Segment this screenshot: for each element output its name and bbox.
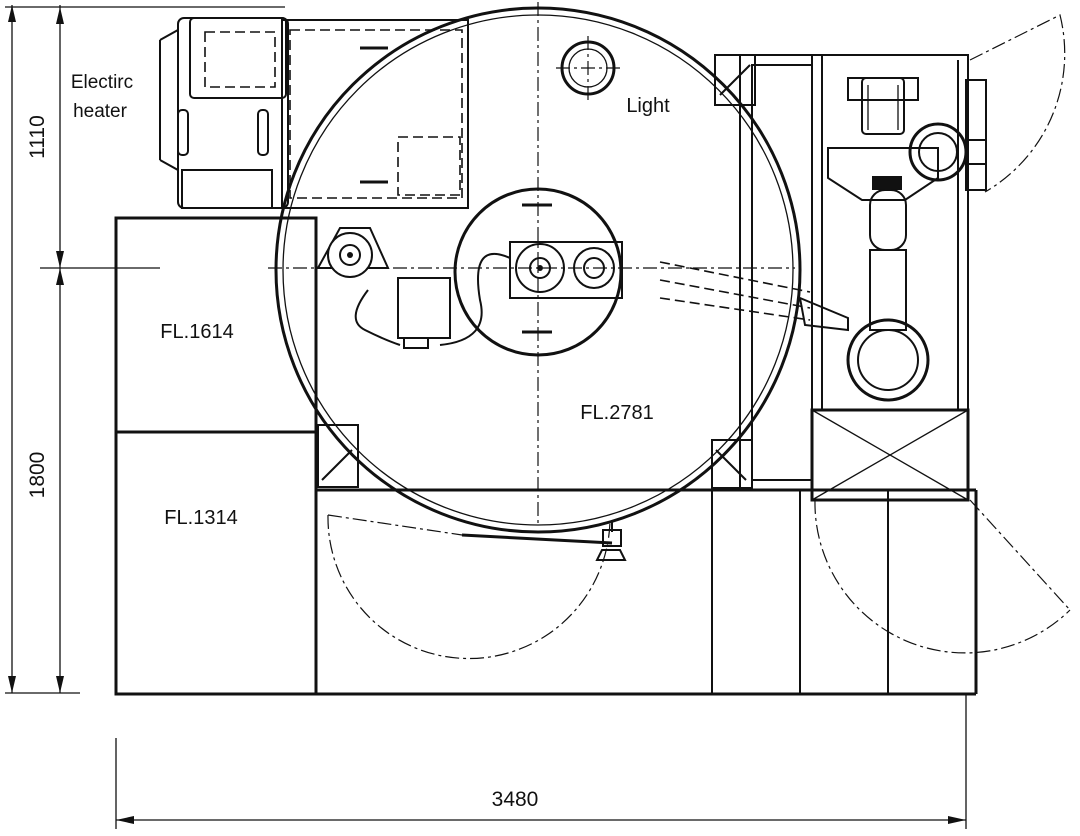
floor-2781-label: FL.2781 <box>580 402 653 424</box>
light-fixture <box>556 36 620 100</box>
dimension-bottom-height: 1800 <box>26 452 49 499</box>
control-cabinet <box>281 19 469 209</box>
leveling-foot <box>461 520 627 561</box>
projection-lines <box>659 261 811 321</box>
electric-heater-label-line2: heater <box>73 101 128 122</box>
drum-brackets <box>317 54 756 489</box>
light-label: Light <box>626 95 670 117</box>
pump-assembly <box>316 227 451 349</box>
dimension-top-height: 1110 <box>26 115 49 159</box>
right-frame <box>739 54 970 502</box>
floor-1314-label: FL.1314 <box>164 507 237 529</box>
door-swing-arcs <box>327 14 1071 660</box>
fan-duct-assembly <box>798 77 987 402</box>
vertical-dimension-lines <box>5 5 285 694</box>
electric-heater-unit <box>159 17 289 209</box>
horizontal-dimension-line <box>115 693 967 829</box>
electric-heater-label-line1: Electirc <box>71 72 133 93</box>
floor-1614-label: FL.1614 <box>160 321 233 343</box>
base-platform <box>114 216 978 696</box>
rotary-assembly <box>439 187 623 357</box>
dimension-overall-width: 3480 <box>492 788 539 811</box>
